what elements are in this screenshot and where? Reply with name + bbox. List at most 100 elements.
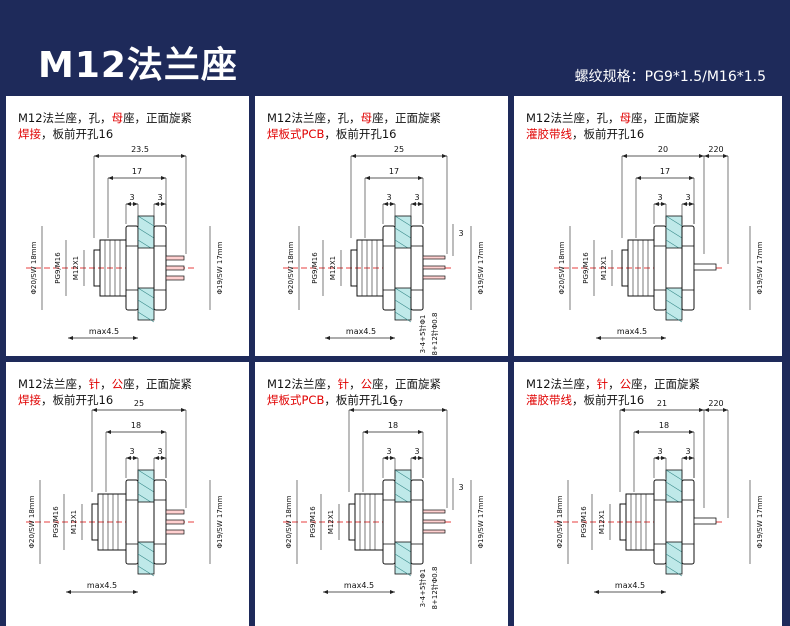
- dim-total-length: 20: [658, 145, 668, 154]
- hex-nut-rear: [153, 479, 167, 565]
- caption-segment: 灌胶带线: [526, 393, 572, 407]
- caption-line-2: 焊板式PCB，板前开孔16: [267, 392, 441, 408]
- caption-segment: ，板前开孔16: [572, 127, 645, 141]
- cable-lead: [693, 263, 717, 271]
- dim-nut-front: 3: [386, 193, 391, 202]
- dim-rear-diameter: Φ19/SW 17mm: [756, 241, 764, 294]
- dim-cable-length: 220: [708, 399, 723, 408]
- pin-note-1: 3-4+5针Φ1: [418, 315, 427, 354]
- caption-line-2: 焊板式PCB，板前开孔16: [267, 126, 441, 142]
- drawing-caption: M12法兰座，孔，母座，正面旋紧焊板式PCB，板前开孔16: [267, 110, 441, 142]
- dim-nut-rear: 3: [414, 193, 419, 202]
- drawing-caption: M12法兰座，孔，母座，正面旋紧焊接，板前开孔16: [18, 110, 192, 142]
- solder-cup: [165, 255, 185, 261]
- dim-body-length: 18: [131, 421, 141, 430]
- hex-nut-front: [382, 225, 396, 311]
- caption-segment: 座，正面旋紧: [372, 377, 442, 391]
- solder-cup: [165, 519, 185, 525]
- dim-flange-diameter: Φ20/SW 18mm: [285, 495, 293, 548]
- caption-segment: M12法兰座，: [267, 377, 338, 391]
- caption-segment: ，板前开孔16: [41, 393, 114, 407]
- caption-line-1: M12法兰座，孔，母座，正面旋紧: [267, 110, 441, 126]
- caption-segment: 母: [619, 111, 632, 125]
- caption-segment: 灌胶带线: [526, 127, 572, 141]
- caption-segment: 焊接: [18, 393, 41, 407]
- caption-line-2: 焊接，板前开孔16: [18, 126, 192, 142]
- dim-max-label: max4.5: [87, 581, 117, 590]
- dim-max-label: max4.5: [89, 327, 119, 336]
- caption-segment: M12法兰座，: [526, 377, 597, 391]
- hex-nut-rear: [410, 225, 424, 311]
- dim-flange-diameter: Φ20/SW 18mm: [558, 241, 566, 294]
- solder-cup: [165, 275, 185, 281]
- drawing-caption: M12法兰座，针，公座，正面旋紧灌胶带线，板前开孔16: [526, 376, 700, 408]
- page-title: M12法兰座: [38, 45, 238, 86]
- caption-segment: 座，正面旋紧: [631, 111, 701, 125]
- caption-segment: 座，正面旋紧: [372, 111, 442, 125]
- pin-note-2: 8+12针Φ0.8: [430, 313, 439, 356]
- dim-cable-length: 220: [708, 145, 723, 154]
- dim-thread-pg9: PG9/M16: [309, 506, 317, 538]
- caption-segment: ，: [100, 377, 112, 391]
- front-thread: [93, 249, 101, 287]
- caption-segment: 座，正面旋紧: [123, 111, 193, 125]
- front-thread: [348, 503, 356, 541]
- dim-thread-pg9: PG9/M16: [582, 252, 590, 284]
- dim-total-length: 25: [134, 399, 144, 408]
- dim-thread-m12: M12X1: [329, 256, 337, 280]
- dim-nut-rear: 3: [157, 447, 162, 456]
- pcb-pin: [422, 255, 446, 260]
- hex-nut-rear: [681, 479, 695, 565]
- dim-body-length: 18: [388, 421, 398, 430]
- dim-rear-diameter: Φ19/SW 17mm: [477, 241, 485, 294]
- thread-spec: 螺纹规格：PG9*1.5/M16*1.5: [574, 69, 766, 85]
- caption-segment: 公: [619, 377, 632, 391]
- caption-segment: 座，正面旋紧: [123, 377, 193, 391]
- caption-segment: 焊接: [18, 127, 41, 141]
- dim-thread-m12: M12X1: [600, 256, 608, 280]
- caption-segment: M12法兰座，孔，: [267, 111, 361, 125]
- pin-note-1: 3-4+5针Φ1: [418, 569, 427, 608]
- caption-line-2: 灌胶带线，板前开孔16: [526, 126, 700, 142]
- dim-pin-length: 3: [458, 483, 463, 492]
- header-banner: M12法兰座 螺纹规格：PG9*1.5/M16*1.5: [0, 0, 790, 96]
- dim-flange-diameter: Φ20/SW 18mm: [287, 241, 295, 294]
- caption-segment: ，板前开孔16: [324, 393, 397, 407]
- pcb-pin: [422, 265, 446, 270]
- dim-max-label: max4.5: [346, 327, 376, 336]
- hex-nut-rear: [681, 225, 695, 311]
- dim-thread-m12: M12X1: [70, 510, 78, 534]
- dim-thread-pg9: PG9/M16: [54, 252, 62, 284]
- dim-nut-rear: 3: [685, 447, 690, 456]
- dim-nut-rear: 3: [414, 447, 419, 456]
- caption-segment: 公: [111, 377, 124, 391]
- drawing-caption: M12法兰座，孔，母座，正面旋紧灌胶带线，板前开孔16: [526, 110, 700, 142]
- caption-segment: M12法兰座，孔，: [526, 111, 620, 125]
- dim-flange-diameter: Φ20/SW 18mm: [556, 495, 564, 548]
- drawing-caption: M12法兰座，针，公座，正面旋紧焊板式PCB，板前开孔16: [267, 376, 441, 408]
- dim-thread-pg9: PG9/M16: [52, 506, 60, 538]
- front-thread: [350, 249, 358, 287]
- dim-thread-m12: M12X1: [598, 510, 606, 534]
- hex-nut-rear: [410, 479, 424, 565]
- solder-cup: [165, 529, 185, 535]
- dim-thread-pg9: PG9/M16: [580, 506, 588, 538]
- dim-total-length: 25: [394, 145, 404, 154]
- caption-segment: 针: [596, 377, 609, 391]
- dim-nut-rear: 3: [685, 193, 690, 202]
- caption-segment: 公: [360, 377, 373, 391]
- solder-cup: [165, 509, 185, 515]
- dim-max-label: max4.5: [615, 581, 645, 590]
- caption-line-1: M12法兰座，针，公座，正面旋紧: [267, 376, 441, 392]
- pcb-pin: [422, 275, 446, 280]
- pcb-pin: [422, 519, 446, 524]
- dim-body-length: 17: [660, 167, 670, 176]
